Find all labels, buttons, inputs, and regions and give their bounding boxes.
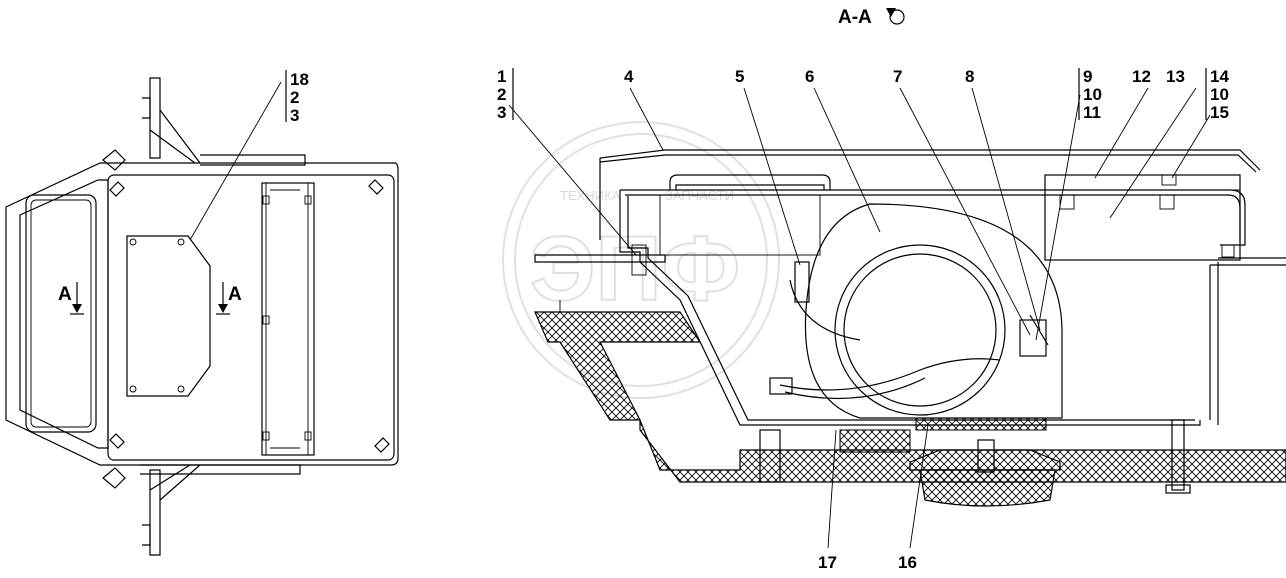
callout-15: 15 <box>1210 103 1229 122</box>
callout-14: 14 <box>1210 67 1229 86</box>
view-label-right: A <box>228 284 242 305</box>
callout-8: 8 <box>965 67 974 86</box>
callout-10-b: 10 <box>1210 85 1229 104</box>
callout-6: 6 <box>805 67 814 86</box>
callout-2-left: 2 <box>290 88 299 107</box>
section-view <box>508 68 1286 549</box>
watermark-letters: ЭПФ <box>530 218 740 320</box>
callout-16: 16 <box>898 553 917 572</box>
callout-10-a: 10 <box>1083 85 1102 104</box>
callout-5: 5 <box>735 67 744 86</box>
callout-18: 18 <box>290 70 309 89</box>
callout-3-right: 3 <box>497 103 506 122</box>
watermark: ТЕХНИКА ЗАПЧАСТИ ЭПФ <box>502 121 780 399</box>
callout-11: 11 <box>1083 103 1101 122</box>
callout-12: 12 <box>1132 67 1151 86</box>
callout-4: 4 <box>624 67 634 86</box>
callout-1: 1 <box>497 67 506 86</box>
top-view <box>5 70 399 556</box>
callout-9: 9 <box>1083 67 1092 86</box>
callout-2-right: 2 <box>497 85 506 104</box>
section-title: A-A <box>838 7 872 28</box>
rotate-view-icon <box>886 8 905 25</box>
view-label-left: A <box>58 284 72 305</box>
callout-3-left: 3 <box>290 106 299 125</box>
callout-13: 13 <box>1166 67 1185 86</box>
callout-17: 17 <box>818 553 837 572</box>
watermark-text-left: ТЕХНИКА <box>560 188 621 203</box>
callout-7: 7 <box>893 67 902 86</box>
